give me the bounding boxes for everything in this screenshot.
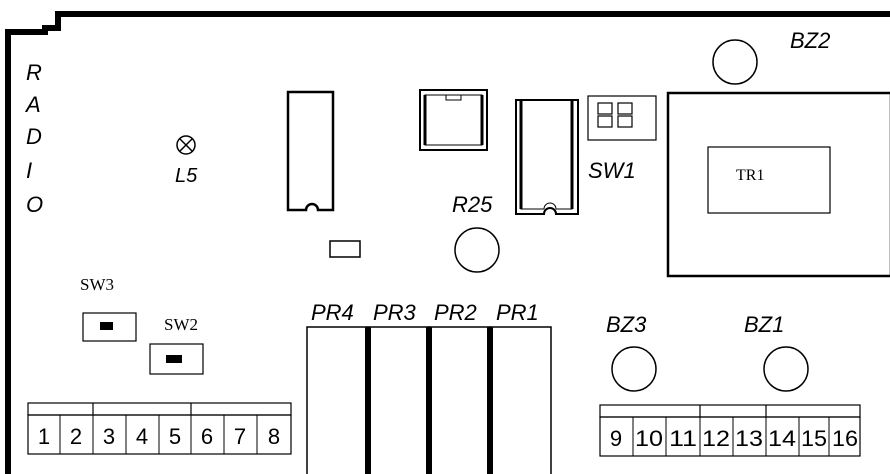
radio-letter: D	[26, 124, 42, 149]
terminal-label: 3	[103, 424, 115, 449]
terminal-label: 9	[610, 426, 622, 451]
label-pr4: PR4	[311, 300, 354, 325]
relay-pr2	[428, 326, 491, 474]
relay-pr1	[489, 326, 552, 474]
ic-chip-1	[286, 90, 335, 212]
buzzer-bz2	[712, 39, 758, 85]
label-pr1: PR1	[496, 300, 539, 325]
ic-chip-3	[515, 99, 579, 215]
radio-label: R A D I O	[24, 60, 43, 217]
relays	[306, 326, 552, 474]
terminal-label: 13	[735, 426, 763, 451]
label-bz3: BZ3	[606, 312, 647, 337]
label-sw2: SW2	[164, 315, 198, 334]
terminal-label: 14	[768, 426, 796, 451]
label-sw1: SW1	[588, 158, 636, 183]
label-sw3: SW3	[80, 275, 114, 294]
terminal-label: 10	[635, 426, 663, 451]
radio-letter: R	[26, 60, 42, 85]
radio-letter: I	[26, 158, 32, 183]
label-pr2: PR2	[434, 300, 477, 325]
terminal-label: 2	[70, 424, 82, 449]
label-tr1: TR1	[736, 167, 764, 184]
small-component	[329, 240, 361, 258]
radio-letter: O	[26, 192, 43, 217]
component-r25	[454, 227, 500, 273]
label-pr3: PR3	[373, 300, 417, 325]
buzzer-bz1	[763, 346, 809, 392]
terminal-label: 1	[38, 424, 50, 449]
terminal-strip-right: 9 10 11 12 13 14 15 16	[599, 404, 861, 457]
board-outline	[5, 11, 890, 474]
terminal-label: 4	[136, 424, 148, 449]
ic-chip-2	[419, 89, 488, 151]
terminal-label: 7	[234, 424, 246, 449]
terminal-label: 5	[169, 424, 181, 449]
terminal-label: 15	[801, 426, 827, 451]
lamp-icon	[176, 135, 196, 155]
terminal-label: 12	[702, 426, 730, 451]
relay-pr3	[367, 326, 430, 474]
switch-sw3: SW3	[80, 275, 137, 342]
label-bz1: BZ1	[744, 312, 784, 337]
terminal-strip-left: 1 2 3 4 5 6 7 8	[27, 402, 292, 455]
radio-letter: A	[24, 92, 41, 117]
terminal-label: 6	[201, 424, 213, 449]
terminal-label: 11	[669, 426, 697, 451]
terminal-label: 16	[832, 426, 858, 451]
label-r25: R25	[452, 192, 493, 217]
buzzer-bz3	[611, 346, 657, 392]
lamp-l5: L5	[175, 135, 198, 187]
transformer-tr1: TR1	[666, 91, 890, 278]
switch-sw1: SW1	[587, 95, 657, 183]
label-bz2: BZ2	[790, 28, 830, 53]
label-l5: L5	[175, 165, 198, 187]
terminal-label: 8	[268, 424, 280, 449]
switch-sw2: SW2	[149, 315, 204, 375]
relay-pr4	[306, 326, 369, 474]
